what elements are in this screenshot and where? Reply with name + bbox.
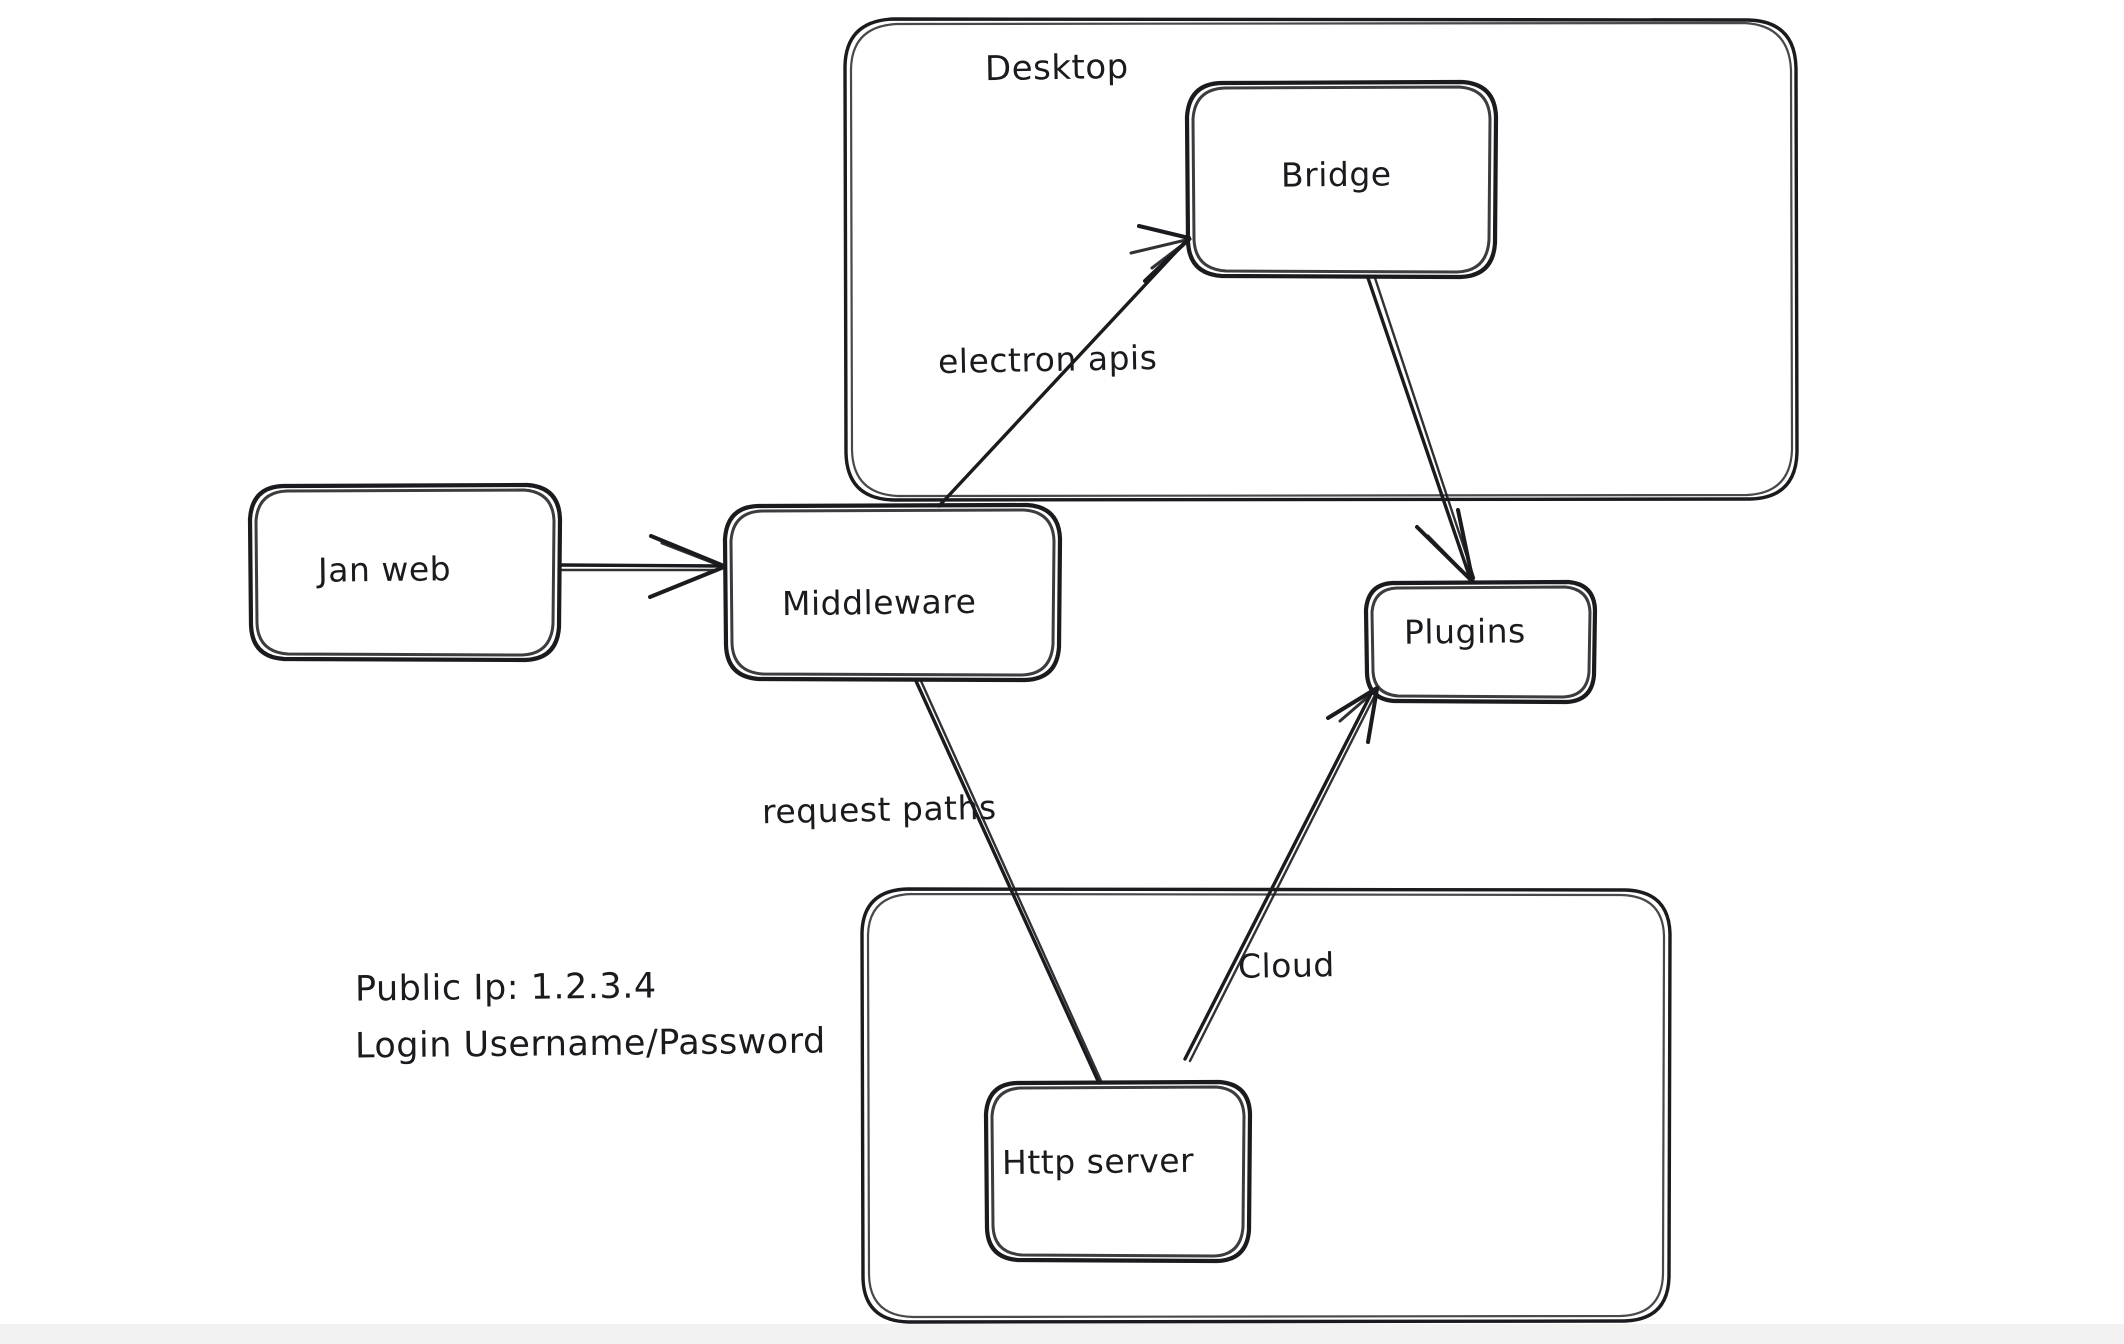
edge-label-request-paths: request paths <box>761 787 998 832</box>
container-label-desktop: Desktop <box>984 46 1130 90</box>
edge-label-cloud: Cloud <box>1237 945 1336 986</box>
node-label-http-server: Http server <box>1001 1140 1195 1183</box>
node-label-bridge: Bridge <box>1280 154 1392 195</box>
node-label-middleware: Middleware <box>781 581 977 624</box>
node-http-server-outline[interactable] <box>983 1079 1253 1264</box>
node-bridge-outline[interactable] <box>1184 79 1499 280</box>
container-cloud-outline[interactable] <box>860 887 1672 1324</box>
node-label-jan-web: Jan web <box>317 549 452 590</box>
node-middleware-outline[interactable] <box>722 502 1063 683</box>
edge-middleware-to-bridge[interactable] <box>937 224 1192 508</box>
note-public-ip: Public Ip: 1.2.3.4 <box>354 966 657 1010</box>
edge-bridge-to-plugins[interactable] <box>1366 276 1476 584</box>
node-label-plugins: Plugins <box>1403 611 1526 652</box>
note-login-credentials: Login Username/Password <box>354 1021 826 1067</box>
bottom-edge-band <box>0 1324 2124 1344</box>
edge-middleware-to-http-server[interactable] <box>914 679 1104 1085</box>
edge-jan-web-to-middleware[interactable] <box>558 534 726 599</box>
node-jan-web-outline[interactable] <box>247 482 563 663</box>
edge-http-server-to-plugins[interactable] <box>1183 686 1379 1063</box>
container-desktop-outline[interactable] <box>843 17 1799 502</box>
node-plugins-outline[interactable] <box>1363 579 1598 705</box>
edge-label-electron-apis: electron apis <box>937 337 1158 382</box>
